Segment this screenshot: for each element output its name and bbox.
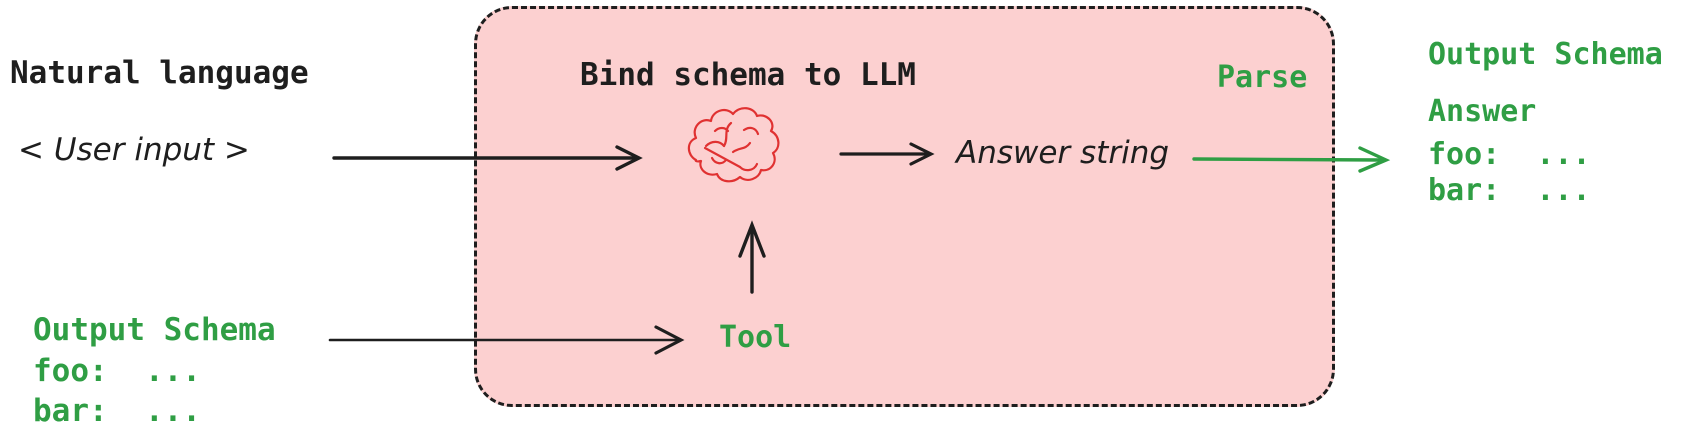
tool-label: Tool — [719, 320, 792, 355]
left-schema-line-foo: foo: ... — [33, 353, 201, 389]
right-schema-line-bar: bar: ... — [1428, 173, 1591, 208]
natural-language-label: Natural language — [10, 55, 309, 91]
right-output-schema-title: Output Schema — [1428, 37, 1663, 72]
left-output-schema-title: Output Schema — [33, 312, 276, 348]
left-schema-line-bar: bar: ... — [33, 393, 201, 429]
user-input-label: < User input > — [18, 132, 250, 168]
right-answer-label: Answer — [1428, 94, 1537, 129]
parse-label: Parse — [1217, 60, 1308, 95]
bind-schema-title: Bind schema to LLM — [580, 57, 916, 93]
answer-string-label: Answer string — [956, 135, 1170, 171]
right-schema-line-foo: foo: ... — [1428, 137, 1591, 172]
